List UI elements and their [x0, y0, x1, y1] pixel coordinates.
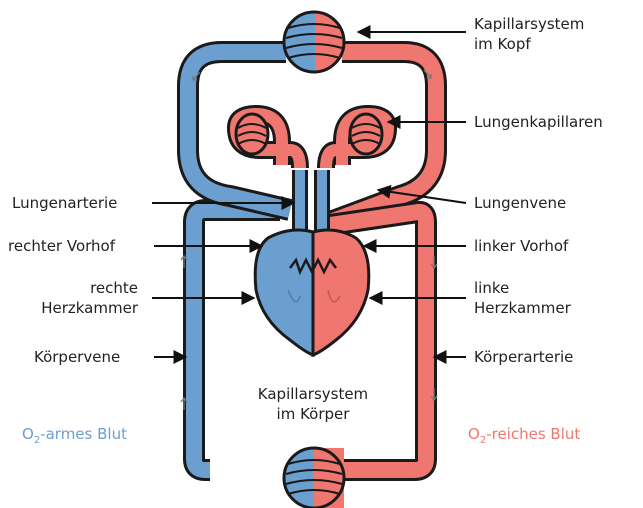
lungenkapillaren-right: [350, 114, 382, 154]
heart-left-half: [313, 230, 369, 355]
legend-red-rest: -reiches Blut: [486, 425, 580, 443]
label-rechte-herzkammer: rechte Herzkammer: [20, 278, 138, 318]
label-rechte-herzkammer-line1: rechte: [20, 278, 138, 298]
kapillarsystem-kopf: [284, 12, 344, 72]
label-rechte-herzkammer-line2: Herzkammer: [20, 298, 138, 318]
label-lungenarterie: Lungenarterie: [12, 193, 117, 213]
label-kapillarsystem-koerper-line1: Kapillarsystem: [238, 384, 388, 404]
heart: [255, 230, 369, 355]
label-kapillarsystem-koerper-line2: im Körper: [238, 404, 388, 424]
label-kapillarsystem-koerper: Kapillarsystem im Körper: [238, 384, 388, 424]
label-rechter-vorhof: rechter Vorhof: [8, 236, 115, 256]
heart-right-half: [255, 230, 313, 355]
legend-blue-o: O: [22, 425, 34, 443]
legend-red-o: O: [468, 425, 480, 443]
label-koerpervene: Körpervene: [34, 347, 120, 367]
legend-blue-rest: -armes Blut: [40, 425, 127, 443]
label-linker-vorhof: linker Vorhof: [474, 236, 568, 256]
label-linke-herzkammer-line2: Herzkammer: [474, 298, 571, 318]
label-linke-herzkammer: linke Herzkammer: [474, 278, 571, 318]
label-lungenvene: Lungenvene: [474, 193, 566, 213]
legend-o2-reiches-blut: O2-reiches Blut: [468, 424, 580, 451]
label-kapillarsystem-kopf-line1: Kapillarsystem: [474, 14, 584, 34]
legend-o2-armes-blut: O2-armes Blut: [22, 424, 127, 451]
label-koerperarterie: Körperarterie: [474, 347, 573, 367]
kapillarsystem-koerper: [284, 448, 344, 508]
label-lungenkapillaren: Lungenkapillaren: [474, 112, 603, 132]
lungenkapillaren-left: [236, 114, 268, 154]
label-kapillarsystem-kopf: Kapillarsystem im Kopf: [474, 14, 584, 54]
label-linke-herzkammer-line1: linke: [474, 278, 571, 298]
label-kapillarsystem-kopf-line2: im Kopf: [474, 34, 584, 54]
